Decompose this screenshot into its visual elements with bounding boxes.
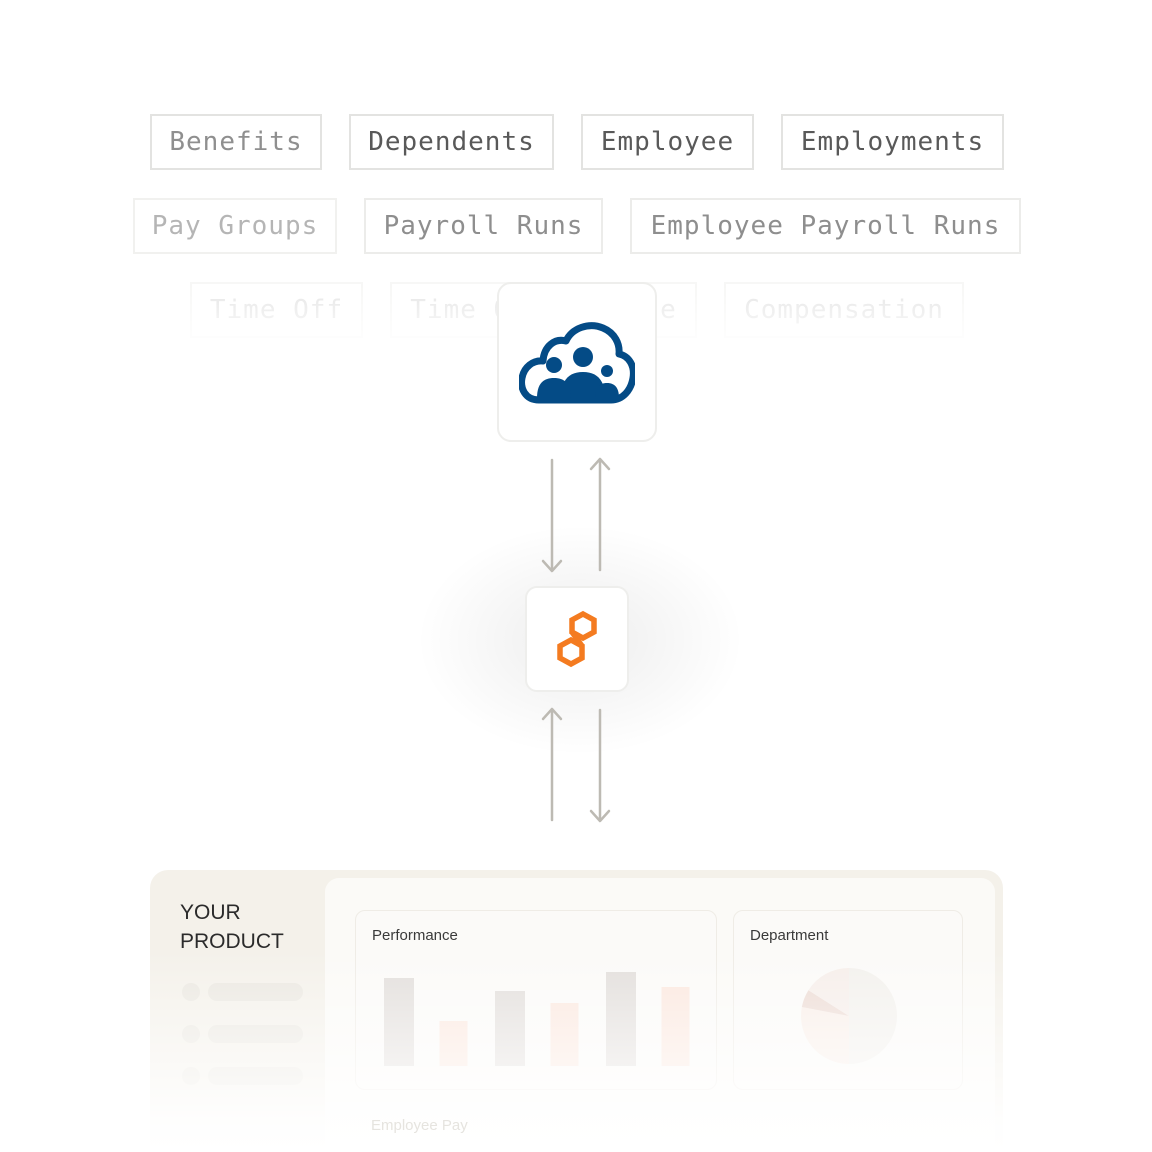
object-chip-pay-groups: Pay Groups <box>133 198 337 254</box>
performance-title: Performance <box>372 927 458 944</box>
arrow-up-icon <box>589 457 611 572</box>
department-pie-slice <box>801 1007 849 1064</box>
department-pie-chart <box>801 968 897 1064</box>
cloud-people-icon <box>519 322 635 404</box>
performance-bar <box>661 987 690 1066</box>
object-chip-payroll-runs: Payroll Runs <box>364 198 603 254</box>
nav-line <box>208 1067 303 1085</box>
performance-bar <box>495 991 525 1066</box>
nav-line <box>208 1025 303 1043</box>
object-chip-employee-payroll-runs: Employee Payroll Runs <box>630 198 1021 254</box>
your-product-panel: YOUR PRODUCT Performance Department <box>150 870 1003 1152</box>
product-content: Performance Department <box>325 878 995 1152</box>
hris-logo-card <box>497 282 657 442</box>
performance-panel: Performance <box>355 910 717 1090</box>
object-chip-benefits: Benefits <box>150 114 322 170</box>
arrow-down-icon <box>541 458 563 573</box>
nav-dot <box>182 1067 200 1085</box>
department-pie-slice <box>849 968 897 1064</box>
object-chip-employee: Employee <box>581 114 754 170</box>
employee-pay-title: Employee Pay <box>371 1117 468 1134</box>
hexagon-link-icon <box>557 610 597 668</box>
performance-bar <box>550 1003 579 1066</box>
product-title-line1: YOUR <box>180 901 241 924</box>
nav-dot <box>182 1025 200 1043</box>
performance-bar <box>606 972 636 1066</box>
arrow-down-icon <box>589 708 611 823</box>
product-title: YOUR PRODUCT <box>180 898 284 956</box>
department-title: Department <box>750 927 829 944</box>
performance-bar <box>439 1021 468 1066</box>
nav-line <box>208 983 303 1001</box>
nav-dot <box>182 983 200 1001</box>
object-chip-dependents: Dependents <box>349 114 554 170</box>
product-title-line2: PRODUCT <box>180 930 284 953</box>
object-chip-employments: Employments <box>781 114 1004 170</box>
performance-bar <box>384 978 414 1066</box>
arrow-up-icon <box>541 707 563 822</box>
performance-bar-chart <box>384 972 690 1066</box>
department-panel: Department <box>733 910 963 1090</box>
connector-logo-card <box>525 586 629 692</box>
